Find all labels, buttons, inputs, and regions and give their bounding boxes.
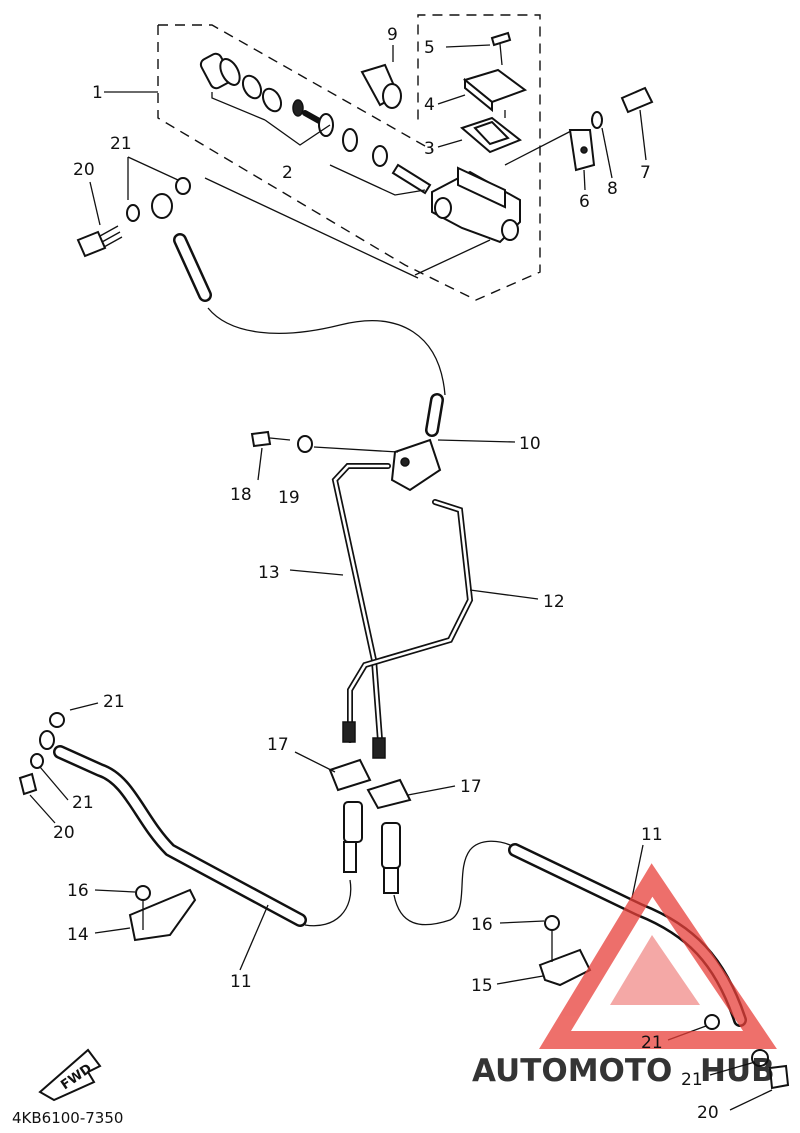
callout-21-left-a: 21 <box>103 692 125 712</box>
callout-16-right: 16 <box>471 915 493 935</box>
callout-21-right-b: 21 <box>681 1070 703 1090</box>
callout-16-left: 16 <box>67 881 89 901</box>
callout-20-right: 20 <box>697 1103 719 1123</box>
upper-hose <box>151 193 446 437</box>
callout-3: 3 <box>424 139 435 159</box>
watermark-logo <box>539 863 777 1049</box>
callout-12: 12 <box>543 592 565 612</box>
callout-10: 10 <box>519 434 541 454</box>
callout-11-left: 11 <box>230 972 252 992</box>
callout-21-right-a: 21 <box>641 1033 663 1053</box>
callout-15: 15 <box>471 976 493 996</box>
fwd-arrow-icon: FWD <box>38 1048 102 1102</box>
callout-labels: 1 2 3 4 5 6 7 8 9 10 11 11 12 13 14 15 1… <box>53 25 719 1123</box>
callout-6: 6 <box>579 192 590 212</box>
diagram-code: 4KB6100-7350 <box>12 1109 123 1127</box>
callout-9: 9 <box>387 25 398 45</box>
junction-block <box>250 430 516 492</box>
callout-20-left: 20 <box>53 823 75 843</box>
banjo-bolt-top <box>76 156 419 279</box>
callout-5: 5 <box>424 38 435 58</box>
callout-2: 2 <box>282 163 293 183</box>
callout-8: 8 <box>607 179 618 199</box>
callout-14: 14 <box>67 925 89 945</box>
clamp-bolt-parts <box>568 86 654 191</box>
lower-hose-ends <box>304 801 513 927</box>
callout-21-top: 21 <box>110 134 132 154</box>
bracket-14 <box>94 885 197 942</box>
bracket-17 <box>294 751 456 810</box>
brake-pipes <box>289 463 539 759</box>
callout-7: 7 <box>640 163 651 183</box>
bracket-15 <box>496 915 592 987</box>
watermark-text-part2: HUB <box>700 1053 775 1089</box>
reservoir-cap-parts <box>437 31 528 154</box>
watermark-text-part1: AUTOMOTO <box>472 1053 672 1089</box>
callout-13: 13 <box>258 563 280 583</box>
callout-17-right: 17 <box>460 777 482 797</box>
callout-11-right: 11 <box>641 825 663 845</box>
callout-20-top: 20 <box>73 160 95 180</box>
boot-part-9 <box>360 45 402 109</box>
callout-1: 1 <box>92 83 103 103</box>
callout-18: 18 <box>230 485 252 505</box>
callout-4: 4 <box>424 95 435 115</box>
master-cylinder-group <box>104 14 574 301</box>
callout-21-left-b: 21 <box>72 793 94 813</box>
callout-19: 19 <box>278 488 300 508</box>
left-hose <box>18 702 307 971</box>
callout-17-left: 17 <box>267 735 289 755</box>
